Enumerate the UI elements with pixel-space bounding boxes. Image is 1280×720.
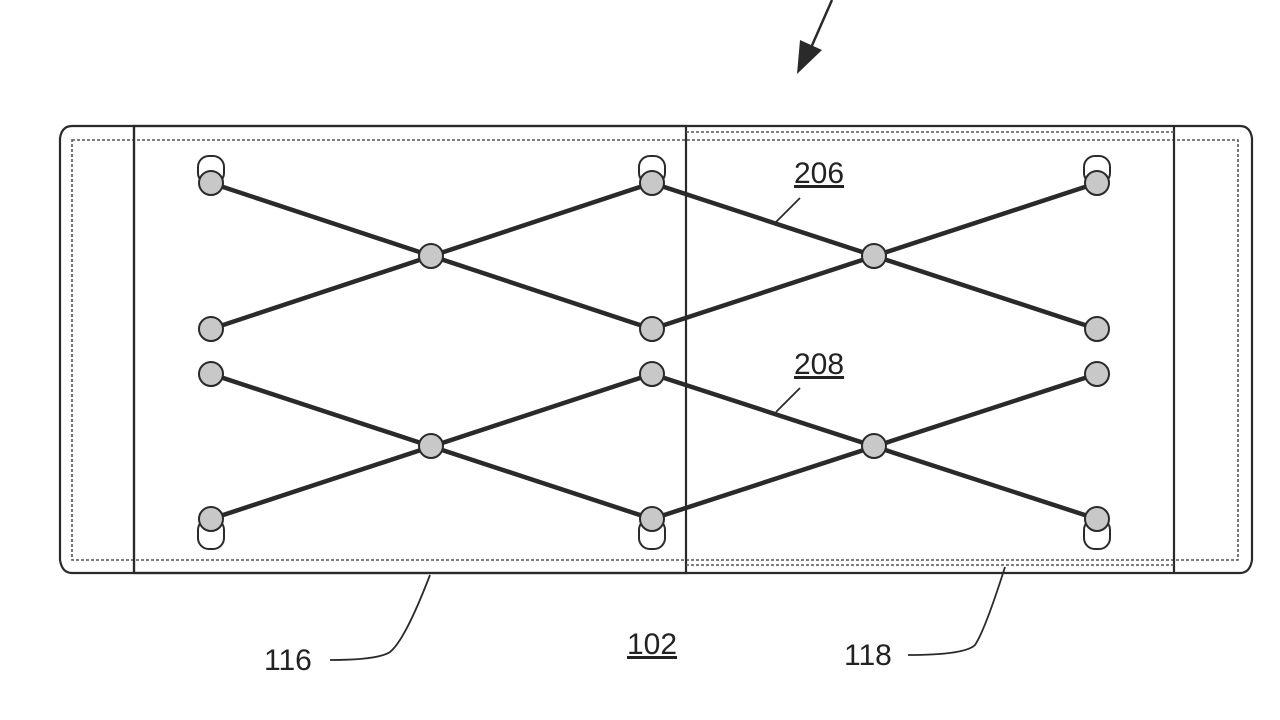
label-116: 116 bbox=[264, 644, 312, 677]
anchor-node bbox=[198, 316, 224, 342]
anchor-node bbox=[639, 506, 665, 532]
anchor-pegs bbox=[197, 155, 1111, 550]
label-118: 118 bbox=[844, 639, 892, 672]
label-206: 206 bbox=[794, 157, 844, 190]
anchor-node bbox=[639, 361, 665, 387]
leader-208 bbox=[775, 387, 801, 413]
nodes bbox=[198, 170, 1110, 532]
label-208: 208 bbox=[794, 348, 844, 381]
crossing-node bbox=[861, 433, 887, 459]
first-portion-panel bbox=[132, 124, 688, 575]
anchor-node bbox=[198, 170, 224, 196]
pointer-arrow bbox=[797, 0, 834, 74]
lower-linkage bbox=[208, 371, 1100, 522]
label-102: 102 bbox=[627, 628, 677, 661]
crossing-node bbox=[418, 433, 444, 459]
leader-lines bbox=[329, 197, 1006, 661]
anchor-node bbox=[639, 170, 665, 196]
band-outline bbox=[58, 124, 1254, 575]
anchor-node bbox=[639, 316, 665, 342]
upper-linkage bbox=[208, 180, 1100, 332]
anchor-node bbox=[198, 506, 224, 532]
crossing-node bbox=[418, 243, 444, 269]
leader-118 bbox=[907, 566, 1006, 656]
leader-206 bbox=[775, 197, 801, 223]
anchor-node bbox=[198, 361, 224, 387]
anchor-node bbox=[1084, 361, 1110, 387]
anchor-node bbox=[1084, 316, 1110, 342]
second-portion-panel bbox=[686, 131, 1174, 566]
crossing-node bbox=[861, 243, 887, 269]
leader-116 bbox=[329, 574, 431, 661]
anchor-node bbox=[1084, 170, 1110, 196]
anchor-node bbox=[1084, 506, 1110, 532]
